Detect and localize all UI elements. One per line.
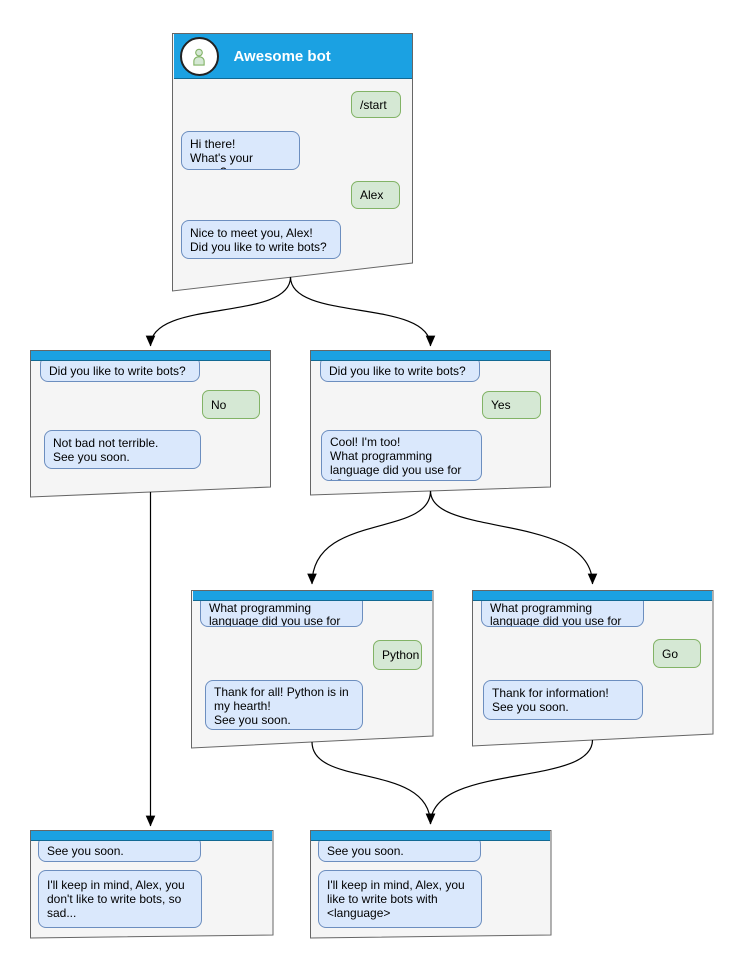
bot-message-bubble: I'll keep in mind, Alex, you don't like …: [38, 870, 202, 928]
connector-python-to-end: [311, 741, 436, 825]
card-title-bar: [311, 351, 550, 361]
user-message-bubble: Python: [373, 640, 422, 670]
connector-go-to-end: [425, 739, 594, 825]
chat-card-end-no: See you soon. I'll keep in mind, Alex, y…: [30, 830, 273, 938]
card-title-bar: [31, 831, 272, 841]
connector-yes-to-python: [307, 490, 432, 585]
bot-message-bubble: Thank for information! See you soon.: [483, 680, 643, 720]
bot-avatar: [179, 37, 219, 76]
card-title-bar: [192, 591, 432, 601]
bot-message-bubble: Cool! I'm too! What programming language…: [321, 430, 482, 481]
chat-card-branch-python: What programming language did you use fo…: [192, 590, 434, 748]
user-message-bubble: No: [202, 390, 260, 419]
bot-message-bubble: I'll keep in mind, Alex, you like to wri…: [318, 870, 482, 928]
chat-card-root: Awesome bot /start Hi there! What's your…: [173, 33, 413, 291]
chat-card-branch-no: Did you like to write bots? No Not bad n…: [30, 350, 271, 497]
bot-message-bubble: Hi there! What's your name?: [181, 131, 300, 170]
user-message-bubble: /start: [351, 91, 401, 118]
connector-root-to-no: [145, 276, 292, 347]
connector-yes-to-go: [429, 490, 598, 585]
bot-title: Awesome bot: [233, 48, 331, 65]
bot-message-bubble: Nice to meet you, Alex! Did you like to …: [181, 220, 341, 259]
chat-card-branch-yes: Did you like to write bots? Yes Cool! I'…: [310, 350, 551, 495]
bot-message-bubble: Thank for all! Python is in my hearth! S…: [205, 680, 363, 730]
chat-card-end-yes: See you soon. I'll keep in mind, Alex, y…: [310, 830, 551, 938]
card-title-bar: [473, 591, 712, 601]
user-message-bubble: Yes: [482, 391, 541, 419]
connector-root-to-yes: [289, 276, 436, 347]
person-icon: [193, 48, 205, 66]
chat-card-branch-go: What programming language did you use fo…: [472, 590, 713, 746]
bot-message-bubble: Not bad not terrible. See you soon.: [44, 430, 201, 469]
user-message-bubble: Go: [653, 639, 701, 668]
card-title-bar: [31, 351, 270, 361]
user-message-bubble: Alex: [351, 181, 400, 209]
card-title-bar: [311, 831, 550, 841]
